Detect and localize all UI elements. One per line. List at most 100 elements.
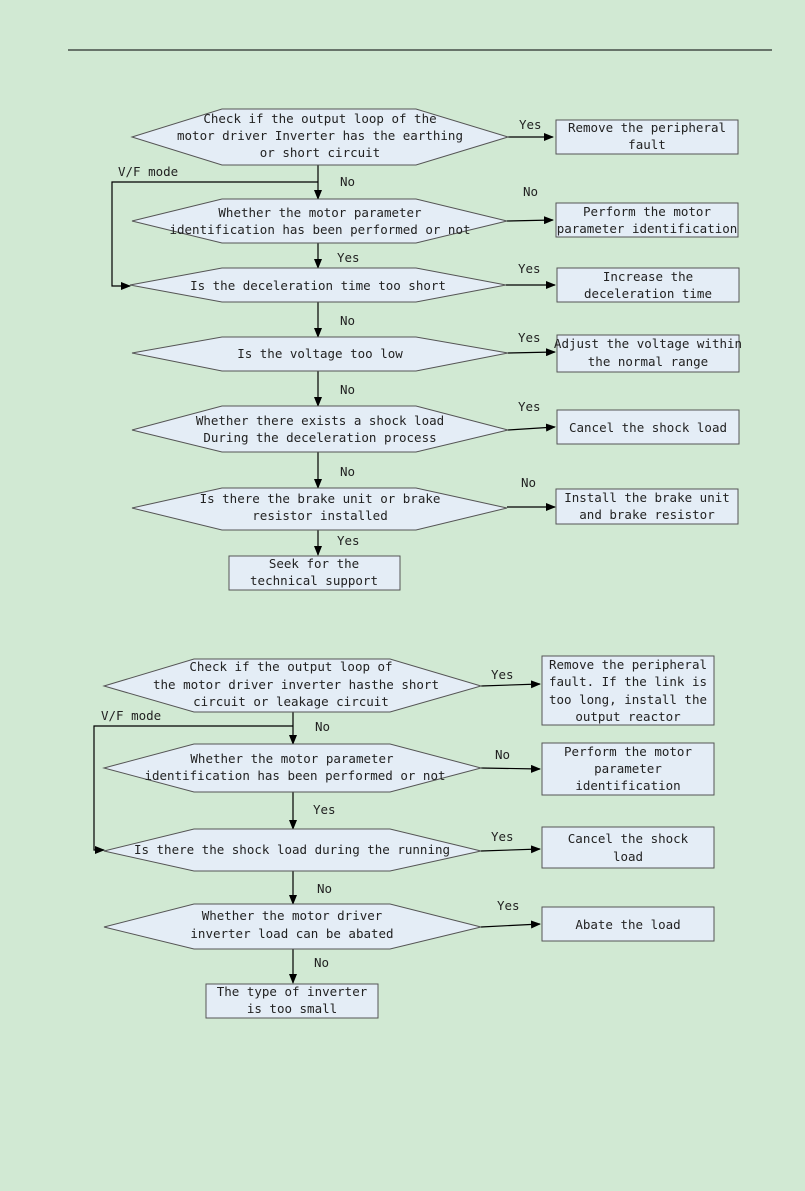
text-line: or short circuit: [260, 145, 380, 160]
svg-text:identification: identification: [575, 778, 680, 793]
box-perform-parameter-identification: Perform the motor parameter identificati…: [555, 202, 739, 238]
svg-text:Remove the peripheral: Remove the peripheral: [549, 657, 707, 672]
box-install-brake-unit: Install the brake unit and brake resisto…: [555, 488, 739, 525]
svg-text:Check if the output loop of: Check if the output loop of: [189, 659, 392, 674]
svg-text:Whether the motor parameter: Whether the motor parameter: [218, 205, 422, 220]
decision-brake-unit: Is there the brake unit or brake resisto…: [131, 487, 508, 531]
label-no: No: [317, 881, 332, 896]
decision-voltage-low: Is the voltage too low: [131, 336, 509, 372]
decision-output-loop-earthing: Check if the output loop of the motor dr…: [130, 108, 510, 166]
text-line: Whether the motor parameter: [190, 751, 394, 766]
text-line: Whether the motor parameter: [218, 205, 422, 220]
svg-text:Perform the motor: Perform the motor: [583, 204, 711, 219]
box-abate-load: Abate the load: [541, 906, 715, 942]
text-line: Abate the load: [575, 917, 680, 932]
svg-text:and brake resistor: and brake resistor: [579, 507, 715, 522]
label-no: No: [314, 955, 329, 970]
svg-text:The type of inverter: The type of inverter: [217, 984, 368, 999]
decision-shock-load-running: Is there the shock load during the runni…: [103, 828, 482, 872]
label-no: No: [495, 747, 510, 762]
box-cancel-shock-load: Cancel the shock load: [541, 826, 715, 869]
text-line: technical support: [250, 573, 378, 588]
flowchart-1: Check if the output loop of the motor dr…: [111, 108, 742, 591]
svg-text:fault: fault: [628, 137, 666, 152]
svg-text:Seek for the: Seek for the: [269, 556, 359, 571]
text-line: too long, install the: [549, 692, 707, 707]
text-line: Is there the shock load during the runni…: [134, 842, 450, 857]
box-perform-parameter-identification: Perform the motor parameter identificati…: [541, 742, 715, 796]
text-line: the motor driver inverter hasthe short: [153, 677, 439, 692]
svg-text:the motor driver inverter hast: the motor driver inverter hasthe short: [153, 677, 439, 692]
label-yes: Yes: [313, 802, 336, 817]
text-line: Seek for the: [269, 556, 359, 571]
text-line: Install the brake unit: [564, 490, 730, 505]
text-line: identification: [575, 778, 680, 793]
label-yes: Yes: [337, 533, 360, 548]
label-yes: Yes: [491, 829, 514, 844]
svg-text:Whether there exists a shock l: Whether there exists a shock load: [196, 413, 444, 428]
text-line: Check if the output loop of the: [203, 111, 436, 126]
decision-parameter-identification: Whether the motor parameter identificati…: [102, 743, 483, 793]
box-increase-deceleration-time: Increase the deceleration time: [556, 267, 740, 303]
text-line: the normal range: [588, 354, 708, 369]
text-line: deceleration time: [584, 286, 712, 301]
label-no: No: [523, 184, 538, 199]
svg-text:identification has been perfor: identification has been performed or not: [144, 768, 445, 783]
svg-text:identification has been perfor: identification has been performed or not: [169, 222, 470, 237]
svg-text:Is there the shock load during: Is there the shock load during the runni…: [134, 842, 450, 857]
svg-text:inverter load can be abated: inverter load can be abated: [190, 926, 393, 941]
text-line: Whether the motor driver: [202, 908, 383, 923]
svg-text:is too small: is too small: [247, 1001, 337, 1016]
box-inverter-too-small: The type of inverter is too small: [205, 983, 379, 1019]
box-cancel-shock-load: Cancel the shock load: [556, 409, 740, 445]
text-line: Is the voltage too low: [237, 346, 403, 361]
text-line: Perform the motor: [564, 744, 692, 759]
label-yes: Yes: [491, 667, 514, 682]
svg-text:Whether the motor parameter: Whether the motor parameter: [190, 751, 394, 766]
svg-text:Is the voltage too low: Is the voltage too low: [237, 346, 403, 361]
label-yes: Yes: [497, 898, 520, 913]
label-vf-mode: V/F mode: [101, 708, 161, 723]
svg-text:Perform the motor: Perform the motor: [564, 744, 692, 759]
svg-text:resistor installed: resistor installed: [252, 508, 387, 523]
svg-text:parameter identification: parameter identification: [557, 221, 738, 236]
text-line: During the deceleration process: [203, 430, 436, 445]
svg-text:Whether the motor driver: Whether the motor driver: [202, 908, 383, 923]
label-no: No: [340, 464, 355, 479]
label-vf-mode: V/F mode: [118, 164, 178, 179]
text-line: identification has been performed or not: [169, 222, 470, 237]
box-remove-peripheral-fault-reactor: Remove the peripheral fault. If the link…: [541, 655, 715, 726]
svg-text:motor driver Inverter has the: motor driver Inverter has the earthing: [177, 128, 463, 143]
box-seek-technical-support: Seek for the technical support: [228, 555, 401, 591]
text-line: load: [613, 849, 643, 864]
text-line: Whether there exists a shock load: [196, 413, 444, 428]
text-line: Remove the peripheral: [549, 657, 707, 672]
text-line: resistor installed: [252, 508, 387, 523]
text-line: Remove the peripheral: [568, 120, 726, 135]
text-line: Adjust the voltage within: [554, 336, 742, 351]
text-line: output reactor: [575, 709, 681, 724]
svg-text:load: load: [613, 849, 643, 864]
svg-text:circuit or leakage circuit: circuit or leakage circuit: [193, 694, 389, 709]
label-yes: Yes: [518, 330, 541, 345]
text-line: and brake resistor: [579, 507, 715, 522]
label-no: No: [340, 382, 355, 397]
box-adjust-voltage: Adjust the voltage within the normal ran…: [554, 334, 742, 373]
label-yes: Yes: [519, 117, 542, 132]
svg-text:deceleration time: deceleration time: [584, 286, 712, 301]
svg-text:parameter: parameter: [594, 761, 662, 776]
label-yes: Yes: [518, 399, 541, 414]
text-line: motor driver Inverter has the earthing: [177, 128, 463, 143]
svg-text:Abate the load: Abate the load: [575, 917, 680, 932]
decision-shock-load-deceleration: Whether there exists a shock load During…: [131, 405, 509, 453]
svg-text:Check if the output loop of th: Check if the output loop of the: [203, 111, 436, 126]
svg-text:During the deceleration proces: During the deceleration process: [203, 430, 436, 445]
label-yes: Yes: [518, 261, 541, 276]
label-no: No: [315, 719, 330, 734]
decision-deceleration-time: Is the deceleration time too short: [129, 267, 507, 303]
decision-output-loop-short-circuit: Check if the output loop of the motor dr…: [102, 658, 483, 713]
svg-text:Is there the brake unit or bra: Is there the brake unit or brake: [200, 491, 441, 506]
svg-text:output reactor: output reactor: [575, 709, 681, 724]
